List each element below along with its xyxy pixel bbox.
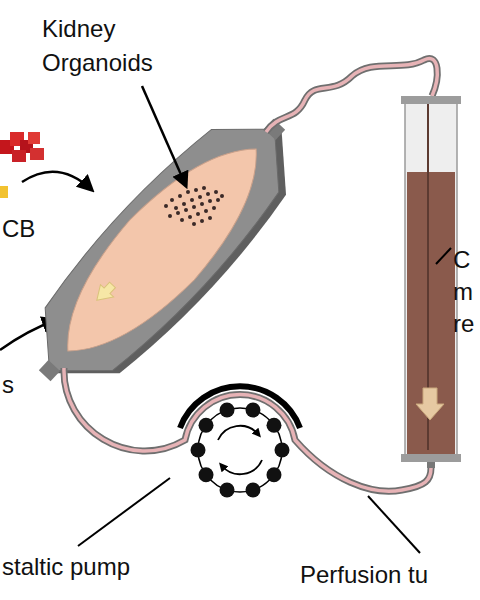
- pump-roller: [245, 482, 260, 497]
- protein-block: [30, 148, 44, 160]
- leader-line: [78, 478, 170, 546]
- pump-roller: [199, 467, 214, 482]
- organoid-dot: [204, 209, 208, 213]
- chip-chamber: [36, 119, 289, 381]
- organoid-dot: [168, 214, 172, 218]
- organoid-dot: [208, 199, 212, 203]
- pump-rotor: [198, 408, 282, 492]
- protein-block: [28, 132, 40, 144]
- organoid-dot: [182, 202, 186, 206]
- organoid-dot: [188, 215, 192, 219]
- leader-line: [368, 496, 420, 553]
- organoid-dot: [174, 206, 178, 210]
- organoid-dot: [192, 205, 196, 209]
- organoid-dot: [164, 204, 168, 208]
- pump-roller: [245, 403, 260, 418]
- organoid-dot: [198, 195, 202, 199]
- organoid-dot: [200, 202, 204, 206]
- pump-roller: [191, 443, 206, 458]
- callout-label: staltic pump: [2, 552, 130, 582]
- pump-roller: [266, 467, 281, 482]
- organoid-dot: [186, 190, 190, 194]
- organoid-dot: [192, 222, 196, 226]
- organoid-dot: [220, 194, 224, 198]
- reservoir-body: [405, 102, 457, 456]
- pump-roller: [220, 482, 235, 497]
- perfusion-tube: [64, 368, 431, 491]
- pump-roller: [275, 443, 290, 458]
- organoid-dot: [190, 198, 194, 202]
- callout-label: s: [2, 370, 14, 400]
- callout-label: CB: [2, 214, 35, 244]
- pump-roller: [266, 418, 281, 433]
- organoid-dot: [194, 188, 198, 192]
- reservoir: [401, 96, 461, 468]
- tube-outline: [64, 368, 431, 491]
- reservoir-outlet: [427, 462, 435, 468]
- organoid-dot: [214, 190, 218, 194]
- chip-frame: [9, 92, 315, 408]
- organoid-dot: [206, 192, 210, 196]
- pump-rollers: [191, 403, 290, 498]
- pump-roller: [220, 403, 235, 418]
- organoid-dot: [176, 211, 180, 215]
- reservoir-cap: [401, 454, 461, 462]
- rotation-arrow: [222, 460, 262, 474]
- yellow-bit: [0, 186, 8, 198]
- organoid-dot: [200, 219, 204, 223]
- input-arrow: [22, 172, 92, 190]
- protein-icon: [0, 132, 44, 198]
- flow-arrow: [416, 388, 444, 420]
- chip: [4, 87, 324, 418]
- culture-medium: [407, 172, 455, 454]
- protein-block: [12, 150, 26, 162]
- organoid-dot: [208, 216, 212, 220]
- organoid-dot: [184, 208, 188, 212]
- rotation-arrow: [218, 426, 258, 440]
- organoid-dot: [216, 198, 220, 202]
- pump-roller: [199, 418, 214, 433]
- peristaltic-pump: [180, 386, 300, 497]
- callout-label: C m re: [453, 244, 477, 340]
- organoid-dot: [170, 198, 174, 202]
- organoid-dot: [180, 218, 184, 222]
- reservoir-cap: [401, 96, 461, 104]
- callout-label: Perfusion tu: [300, 560, 428, 590]
- chip-port: [39, 360, 60, 381]
- leader-line: [436, 248, 451, 264]
- organoid-dot: [202, 186, 206, 190]
- callout-label: Kidney Organoids: [42, 12, 182, 80]
- organoid-dot: [212, 206, 216, 210]
- organoid-dot: [196, 212, 200, 216]
- flow-arrow: [91, 279, 119, 307]
- organoid-dot: [178, 194, 182, 198]
- organoid-cluster: [164, 186, 224, 226]
- leader-arrow: [142, 86, 186, 186]
